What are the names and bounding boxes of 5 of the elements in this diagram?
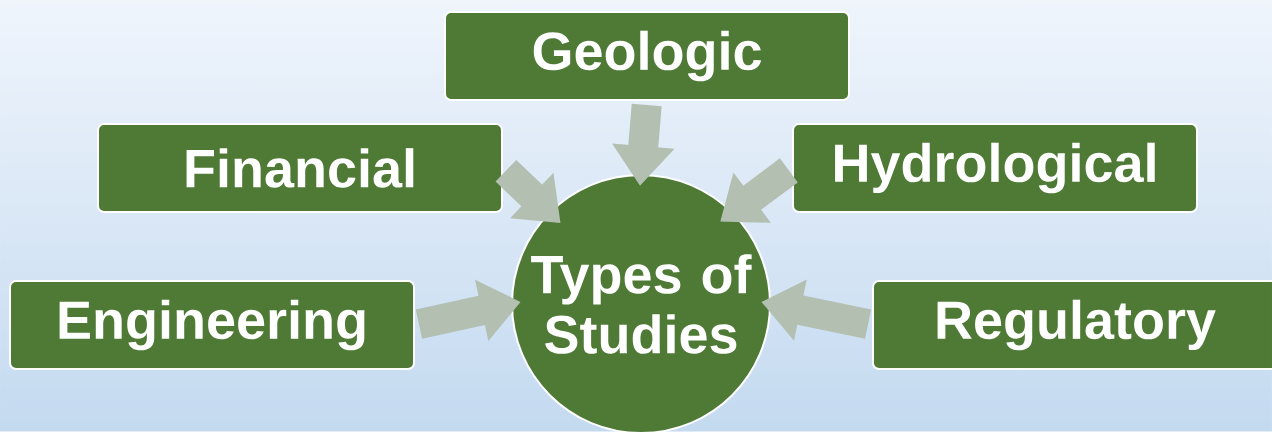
category-box: Geologic [444,11,850,101]
category-box: Financial [97,123,503,213]
category-box: Hydrological [792,123,1198,213]
category-box: Engineering [9,280,415,370]
category-box: Regulatory [872,280,1272,370]
